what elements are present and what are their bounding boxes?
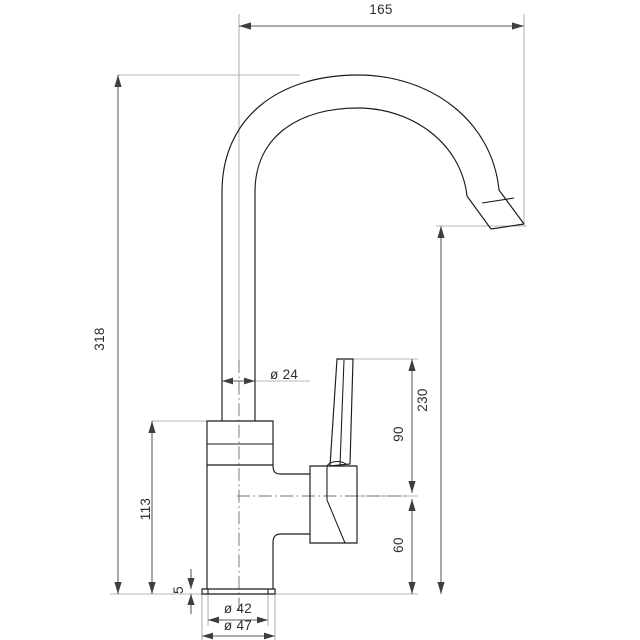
base-flange — [201, 588, 276, 595]
arrowhead-113-top — [148, 421, 156, 433]
dimension-body-height: 113 — [138, 421, 156, 594]
extension-lines — [110, 14, 527, 640]
dimension-spout-tube-diameter: ø 24 — [222, 367, 298, 385]
arrowhead-d47-left — [202, 632, 213, 640]
dimension-base-plate-thickness: 5 — [171, 569, 195, 614]
dim-label-60: 60 — [391, 537, 406, 553]
arrowhead-230-top — [437, 226, 445, 238]
faucet-part-geometry — [201, 74, 525, 595]
dim-label-318: 318 — [92, 327, 107, 350]
spout-collar — [206, 420, 274, 466]
dim-label-113: 113 — [138, 498, 153, 520]
arrowhead-90-bottom — [408, 481, 416, 493]
arrowhead-165-left — [239, 22, 251, 30]
handle-lever — [329, 358, 354, 467]
dimension-cartridge-height: 60 — [391, 499, 416, 594]
arrowhead-318-bottom — [114, 582, 122, 594]
arrowhead-90-top — [408, 359, 416, 371]
arrowhead-165-right — [512, 22, 524, 30]
outlet-collar-ring — [481, 197, 515, 204]
arrowhead-d47-right — [264, 632, 275, 640]
handle-pivot-cap — [326, 461, 347, 467]
dim-label-230: 230 — [415, 388, 430, 411]
arrowhead-60-top — [408, 499, 416, 511]
body-silhouette — [206, 464, 310, 589]
dim-label-d24: ø 24 — [270, 367, 298, 382]
arrowhead-318-top — [114, 75, 122, 87]
handle-housing-facet — [326, 466, 346, 544]
arrowhead-60-bottom — [408, 582, 416, 594]
dim-label-d42: ø 42 — [224, 601, 252, 616]
dim-label-165: 165 — [369, 2, 392, 17]
dim-label-d47: ø 47 — [224, 618, 252, 633]
dimension-spout-reach: 165 — [239, 2, 524, 30]
arrowhead-d42-left — [208, 616, 219, 624]
dimension-base-inner-diameter: ø 42 — [208, 601, 268, 624]
arrowhead-d24-left — [222, 377, 233, 385]
dim-label-5: 5 — [171, 586, 186, 594]
dimension-outlet-height: 230 — [415, 226, 445, 594]
arrowhead-230-bottom — [437, 582, 445, 594]
spout-outer-wall — [221, 74, 525, 421]
body-lower-shoulder — [272, 533, 310, 589]
dimension-total-height: 318 — [92, 75, 122, 594]
center-lines — [237, 360, 410, 612]
arrowhead-d24-right — [244, 377, 255, 385]
dimension-handle-top-height: 90 — [391, 359, 416, 493]
handle-lever-edge — [339, 359, 345, 466]
arrowhead-113-bottom — [148, 582, 156, 594]
handle-housing — [309, 465, 358, 544]
arrowhead-d42-right — [257, 616, 268, 624]
dim-label-90: 90 — [391, 426, 406, 442]
spout-inner-wall — [254, 107, 492, 421]
arrowhead-5-down — [187, 578, 195, 589]
arrowhead-5-up — [187, 594, 195, 605]
outlet-end-face — [490, 223, 525, 230]
dimension-base-outer-diameter: ø 47 — [202, 618, 275, 640]
